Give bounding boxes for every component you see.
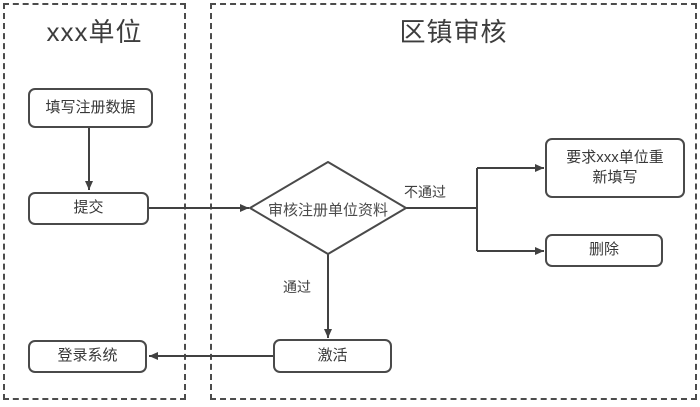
swimlane-unit xyxy=(3,3,186,400)
node-login-system: 登录系统 xyxy=(28,340,147,373)
node-delete: 删除 xyxy=(545,234,663,267)
node-submit: 提交 xyxy=(28,192,149,225)
node-label: 登录系统 xyxy=(57,347,118,365)
decision-label-audit: 审核注册单位资料 xyxy=(267,202,388,219)
edge-label-pass: 通过 xyxy=(281,277,313,297)
node-label: 删除 xyxy=(588,241,619,259)
swimlane-review xyxy=(210,3,697,400)
lane-title-review: 区镇审核 xyxy=(399,17,508,47)
node-label: 填写注册数据 xyxy=(45,98,136,116)
node-label: 要求xxx单位重新填写 xyxy=(566,148,664,186)
node-label: 提交 xyxy=(73,199,104,217)
node-require-refill: 要求xxx单位重新填写 xyxy=(545,138,685,198)
node-activate: 激活 xyxy=(273,339,392,373)
lane-title-unit: xxx单位 xyxy=(46,17,143,47)
node-label: 激活 xyxy=(317,346,348,364)
edge-label-fail: 不通过 xyxy=(402,182,448,202)
node-fill-registration-data: 填写注册数据 xyxy=(28,88,153,128)
